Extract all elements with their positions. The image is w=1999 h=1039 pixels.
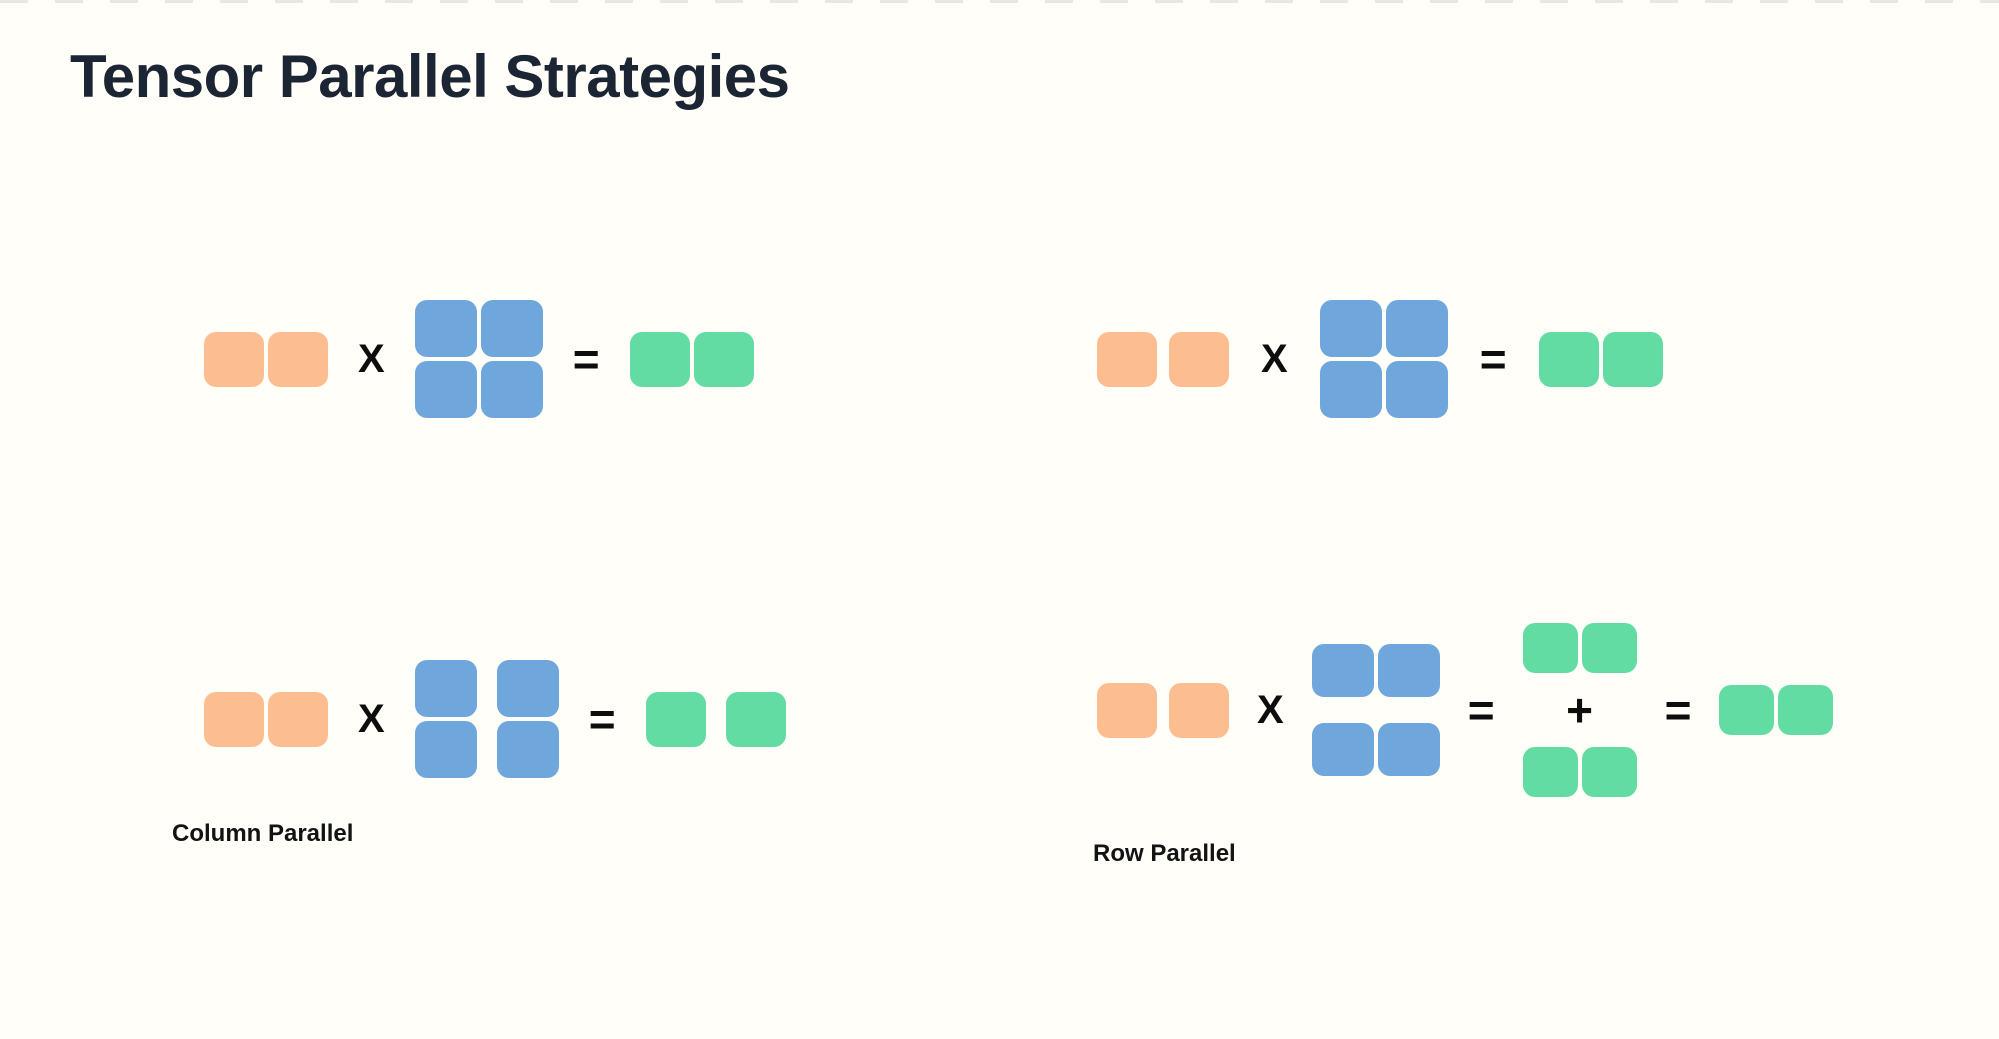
weight-block [1385,361,1448,418]
equals-operator: = [572,333,600,385]
equals-operator: = [1664,684,1692,736]
page-title: Tensor Parallel Strategies [70,43,790,110]
output-vector-blocks [629,331,754,387]
input-vector-blocks [204,331,328,387]
equals-operator: = [588,693,616,745]
output-block [1522,623,1578,673]
output-block [1602,331,1663,387]
weight-block [414,300,477,357]
input-vector-blocks [204,691,328,747]
weight-block [480,300,543,357]
plus-operator: + [1566,684,1593,736]
weight-block [1311,723,1374,776]
multiply-operator: X [358,697,385,741]
weight-matrix-blocks-column-split [414,660,559,778]
top-dashed-border [0,0,1999,3]
input-block [1097,331,1157,387]
input-block [1169,682,1229,738]
output-block [629,331,690,387]
partial-output-blocks [1522,623,1637,673]
weight-block [414,660,477,717]
input-block [204,691,264,747]
input-block [1169,331,1229,387]
output-block [1719,685,1775,735]
output-block [1778,685,1834,735]
input-block [204,331,264,387]
weight-block [1377,723,1440,776]
output-block [693,331,754,387]
weight-matrix-blocks [414,300,543,418]
weight-block [414,721,477,778]
weight-block [1319,361,1382,418]
weight-block [496,660,559,717]
weight-block [1311,644,1374,697]
output-vector-blocks [1538,331,1663,387]
output-block [645,691,706,747]
weight-block [496,721,559,778]
weight-block [414,361,477,418]
multiply-operator: X [358,337,385,381]
output-block [1522,747,1578,797]
partial-sums-stack: + [1522,623,1637,797]
equals-operator: = [1479,333,1507,385]
diagram-row-parallel: X = + = [1097,623,1834,797]
multiply-operator: X [1257,688,1284,732]
output-block [1581,747,1637,797]
weight-matrix-blocks [1319,300,1448,418]
weight-block [1319,300,1382,357]
output-block [1581,623,1637,673]
row-parallel-label: Row Parallel [1093,840,1236,867]
multiply-operator: X [1261,337,1288,381]
output-vector-blocks-split [645,691,786,747]
partial-output-blocks [1522,747,1637,797]
output-block [725,691,786,747]
diagram-column-parallel: X = [204,660,786,778]
weight-block [1385,300,1448,357]
output-vector-blocks [1719,685,1834,735]
input-block [1097,682,1157,738]
weight-block [1377,644,1440,697]
weight-block [480,361,543,418]
input-block [268,691,328,747]
output-block [1538,331,1599,387]
diagram-baseline-2: X = [1097,300,1663,418]
diagram-baseline-1: X = [204,300,754,418]
input-block [268,331,328,387]
input-vector-blocks [1097,682,1229,738]
column-parallel-label: Column Parallel [172,820,354,847]
weight-matrix-blocks-row-split [1311,644,1440,776]
equals-operator: = [1467,684,1495,736]
input-vector-blocks [1097,331,1229,387]
